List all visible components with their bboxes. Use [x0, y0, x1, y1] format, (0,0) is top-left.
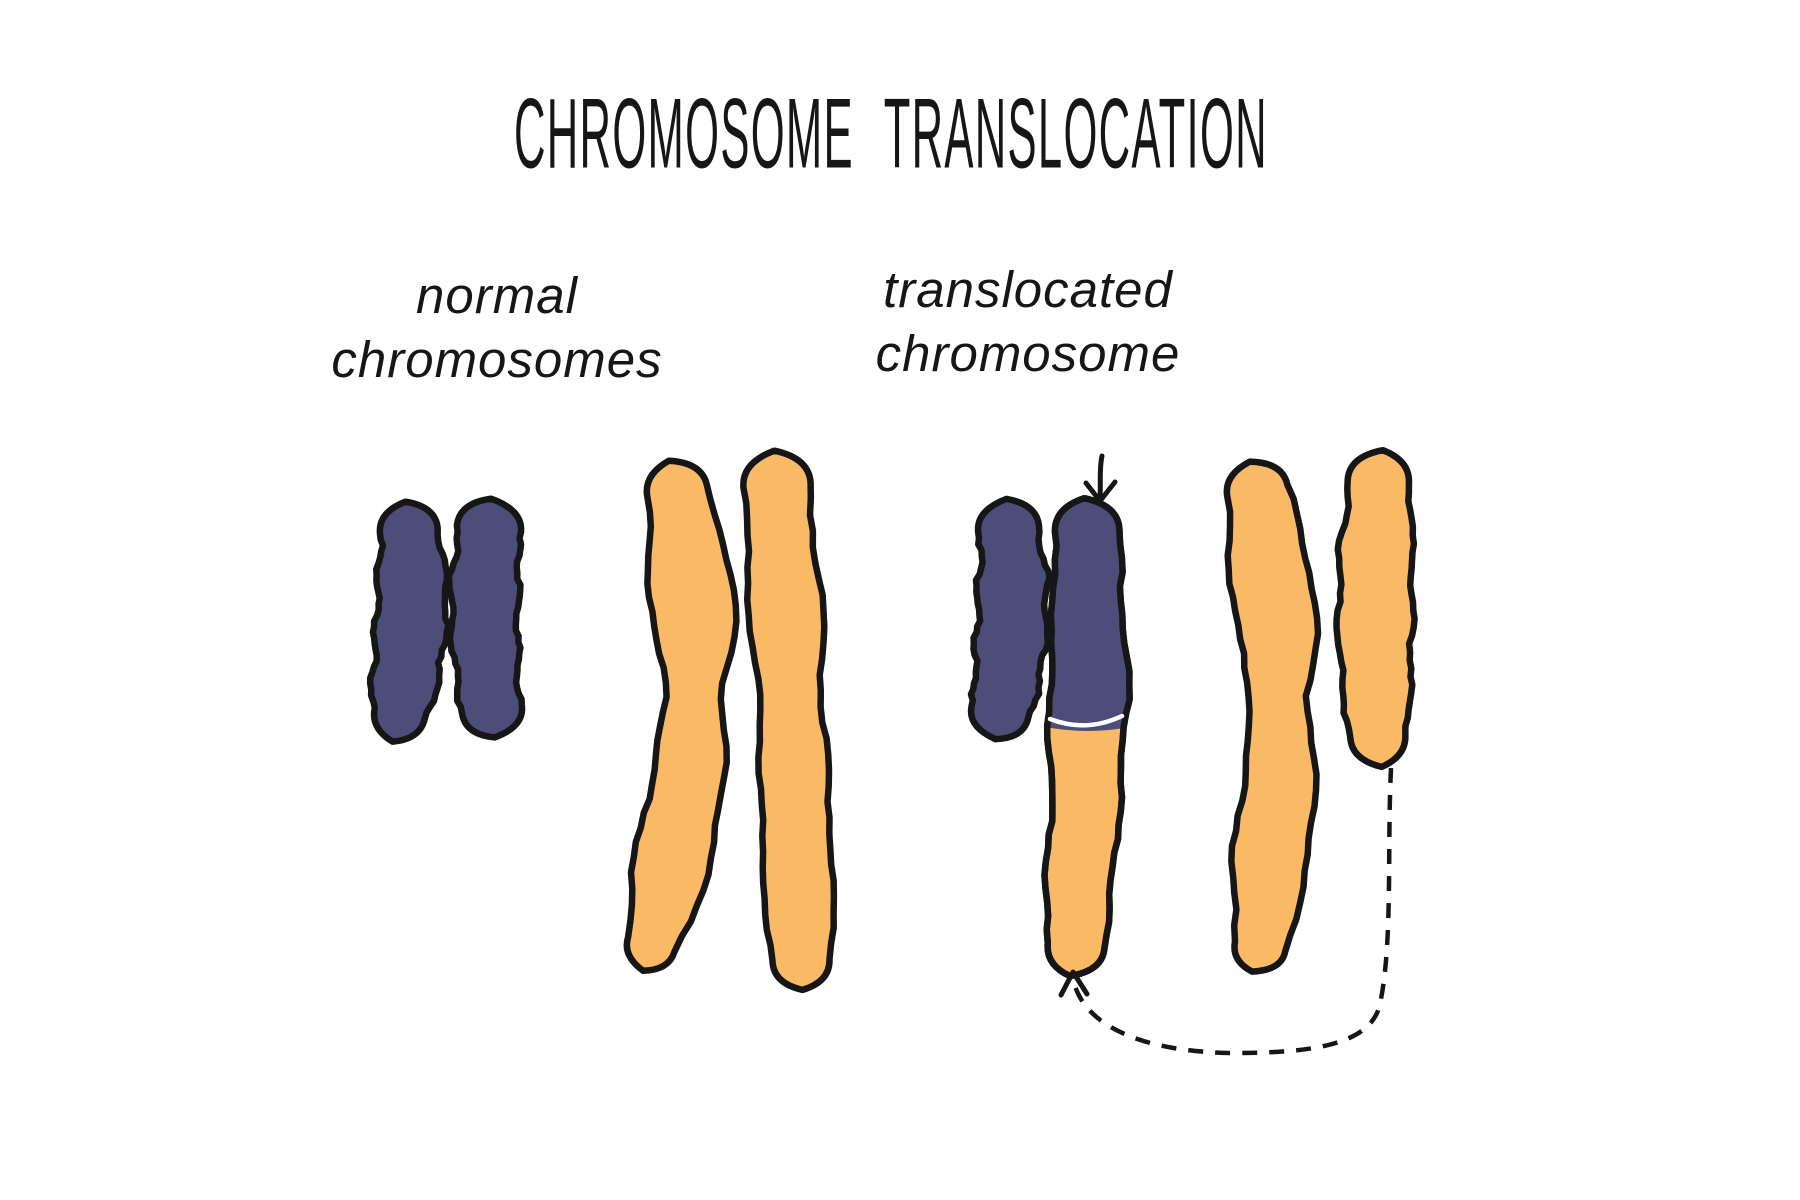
left-group-label-line1: normal: [416, 267, 578, 324]
chromosome-left-large-orange-2: [740, 447, 838, 994]
chromosome-translocated-outline: [1041, 494, 1133, 980]
chromosome-right-short-orange: [1333, 446, 1418, 771]
chromosome-left-small-dark-1: [366, 498, 452, 745]
chromosome-right-small-dark: [967, 495, 1053, 743]
chromosome-right-large-orange: [1223, 458, 1322, 975]
chromosome-left-small-dark-2: [445, 495, 526, 741]
right-group-label-line1: translocated: [883, 261, 1173, 318]
right-group-label-line2: chromosome: [875, 325, 1181, 382]
right-group-label: translocated chromosome: [748, 258, 1308, 386]
dashed-curved-arrow-icon: [1058, 767, 1394, 1056]
down-arrow-icon: [1083, 453, 1118, 504]
left-group-label: normal chromosomes: [237, 264, 757, 392]
left-group-label-line2: chromosomes: [331, 331, 663, 388]
chromosome-translocated-dark-segment: [1044, 498, 1130, 731]
chromosome-left-large-orange-1: [623, 457, 740, 974]
junction-seam: [1047, 713, 1125, 728]
